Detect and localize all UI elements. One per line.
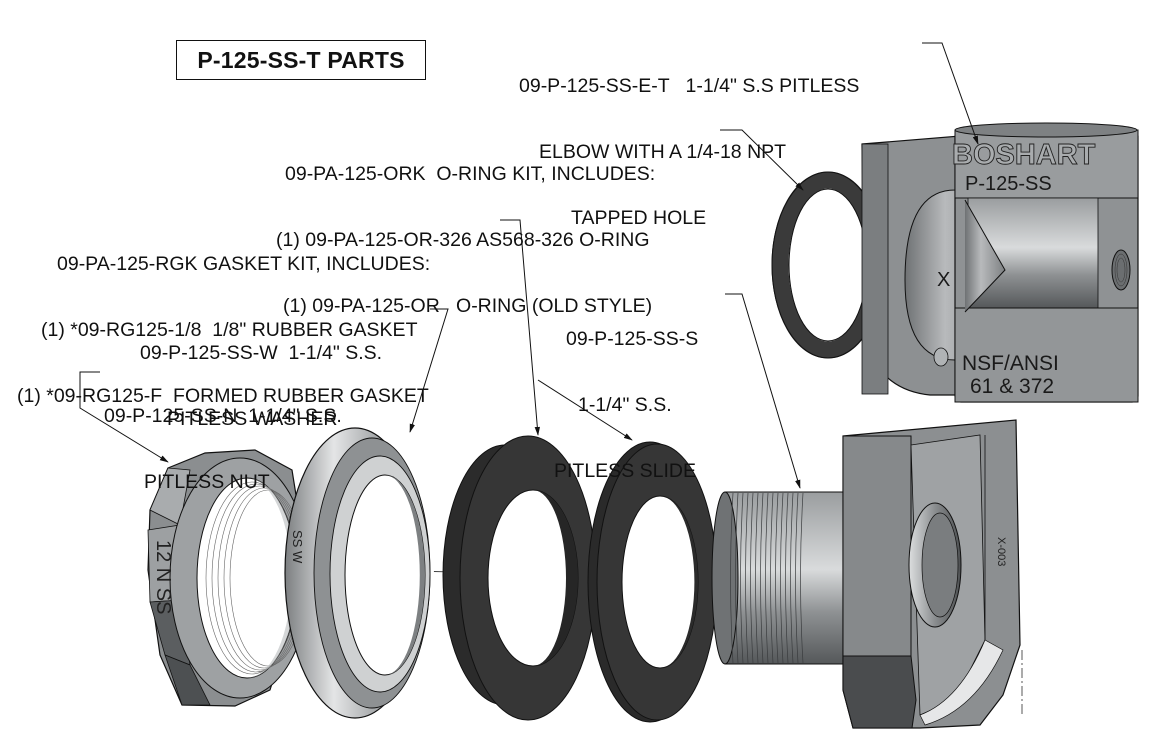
elbow-cert-line-2: 61 & 372 <box>970 375 1054 398</box>
diagram-title: P-125-SS-T PARTS <box>176 40 426 80</box>
leader-lines <box>79 42 979 489</box>
callout-elbow: 09-P-125-SS-E-T 1-1/4" S.S PITLESS ELBOW… <box>519 31 859 251</box>
pitless-washer: SS W <box>284 427 431 719</box>
callout-gasket-line-2: (1) *09-RG125-1/8 1/8" RUBBER GASKET <box>41 319 418 341</box>
callout-gasket-line-1: 09-PA-125-RGK GASKET KIT, INCLUDES: <box>57 253 431 275</box>
slide-marking-text: X-003 <box>995 537 1007 566</box>
elbow-brand-text: BOSHART <box>952 139 1096 171</box>
callout-elbow-line-3: TAPPED HOLE <box>571 207 707 229</box>
leader-slide <box>725 293 801 489</box>
flat-rubber-gasket <box>587 441 718 723</box>
leader-washer <box>409 308 449 433</box>
callout-elbow-line-1: 09-P-125-SS-E-T 1-1/4" S.S PITLESS <box>519 75 860 97</box>
callout-gasket-kit: 09-PA-125-RGK GASKET KIT, INCLUDES: (1) … <box>17 209 430 429</box>
leader-elbow <box>922 42 979 145</box>
callout-washer: 09-P-125-SS-W 1-1/4" S.S. PITLESS WASHER <box>140 298 382 452</box>
nut-marking-text: 12 N SS <box>152 540 174 614</box>
callout-washer-line-1: 09-P-125-SS-W 1-1/4" S.S. <box>140 342 383 364</box>
leader-gasket-branch <box>537 379 633 441</box>
callout-elbow-line-2: ELBOW WITH A 1/4-18 NPT <box>539 141 787 163</box>
diagram-title-text: P-125-SS-T PARTS <box>197 46 405 73</box>
callout-gasket-line-3: (1) *09-RG125-F FORMED RUBBER GASKET <box>17 385 429 407</box>
callout-oring-line-1: 09-PA-125-ORK O-RING KIT, INCLUDES: <box>285 163 656 185</box>
callout-slide-line-1: 09-P-125-SS-S <box>566 328 699 350</box>
callout-nut-line-2: PITLESS NUT <box>144 471 270 493</box>
pitless-slide: X-003 <box>711 419 1023 729</box>
callout-washer-line-2: PITLESS WASHER <box>167 408 338 430</box>
callout-nut: 09-P-125-SS-N 1-1/4" S.S. PITLESS NUT <box>104 361 342 515</box>
elbow-cert-line-1: NSF/ANSI <box>962 352 1059 375</box>
callout-slide-line-3: PITLESS SLIDE <box>554 460 696 482</box>
elbow-x-text: X <box>937 269 950 291</box>
elbow-model-text: P-125-SS <box>965 173 1052 195</box>
washer-marking-text: SS W <box>290 530 305 564</box>
callout-oring-line-3: (1) 09-PA-125-OR O-RING (OLD STYLE) <box>283 295 653 317</box>
leader-oring <box>720 129 804 191</box>
pitless-elbow: BOSHART P-125-SS X NSF/ANSI 61 & 372 <box>861 122 1139 403</box>
callout-slide: 09-P-125-SS-S 1-1/4" S.S. PITLESS SLIDE <box>554 284 698 504</box>
formed-rubber-gasket <box>442 435 597 721</box>
callout-nut-line-1: 09-P-125-SS-N 1-1/4" S.S. <box>104 405 342 427</box>
callout-oring-line-2: (1) 09-PA-125-OR-326 AS568-326 O-RING <box>276 229 650 251</box>
thread-lines <box>730 492 804 664</box>
leader-gasket-kit <box>500 219 541 436</box>
callout-oring-kit: 09-PA-125-ORK O-RING KIT, INCLUDES: (1) … <box>276 119 655 339</box>
leader-nut <box>79 371 169 463</box>
callout-slide-line-2: 1-1/4" S.S. <box>578 394 672 416</box>
